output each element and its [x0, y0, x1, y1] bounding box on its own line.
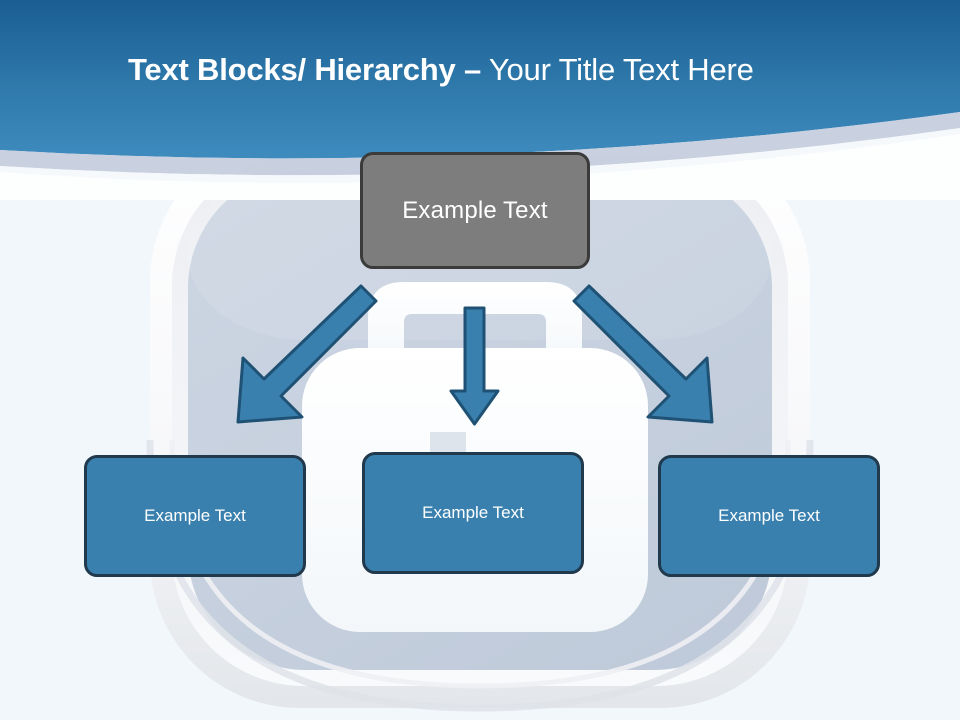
hierarchy-child-node-1[interactable]: Example Text: [84, 455, 306, 577]
arrow-down-left-icon: [236, 284, 378, 424]
hierarchy-child-node-3[interactable]: Example Text: [658, 455, 880, 577]
page-title-regular: Your Title Text Here: [481, 52, 754, 87]
hierarchy-child-node-1-label: Example Text: [144, 506, 246, 525]
hierarchy-child-node-2[interactable]: Example Text: [362, 452, 584, 574]
arrow-down-icon: [449, 306, 500, 426]
page-title: Text Blocks/ Hierarchy – Your Title Text…: [128, 50, 754, 90]
page-title-bold: Text Blocks/ Hierarchy –: [128, 52, 482, 87]
hierarchy-child-node-2-label: Example Text: [422, 503, 524, 522]
hierarchy-child-node-3-label: Example Text: [718, 506, 820, 525]
arrow-down-right-icon: [572, 284, 714, 424]
